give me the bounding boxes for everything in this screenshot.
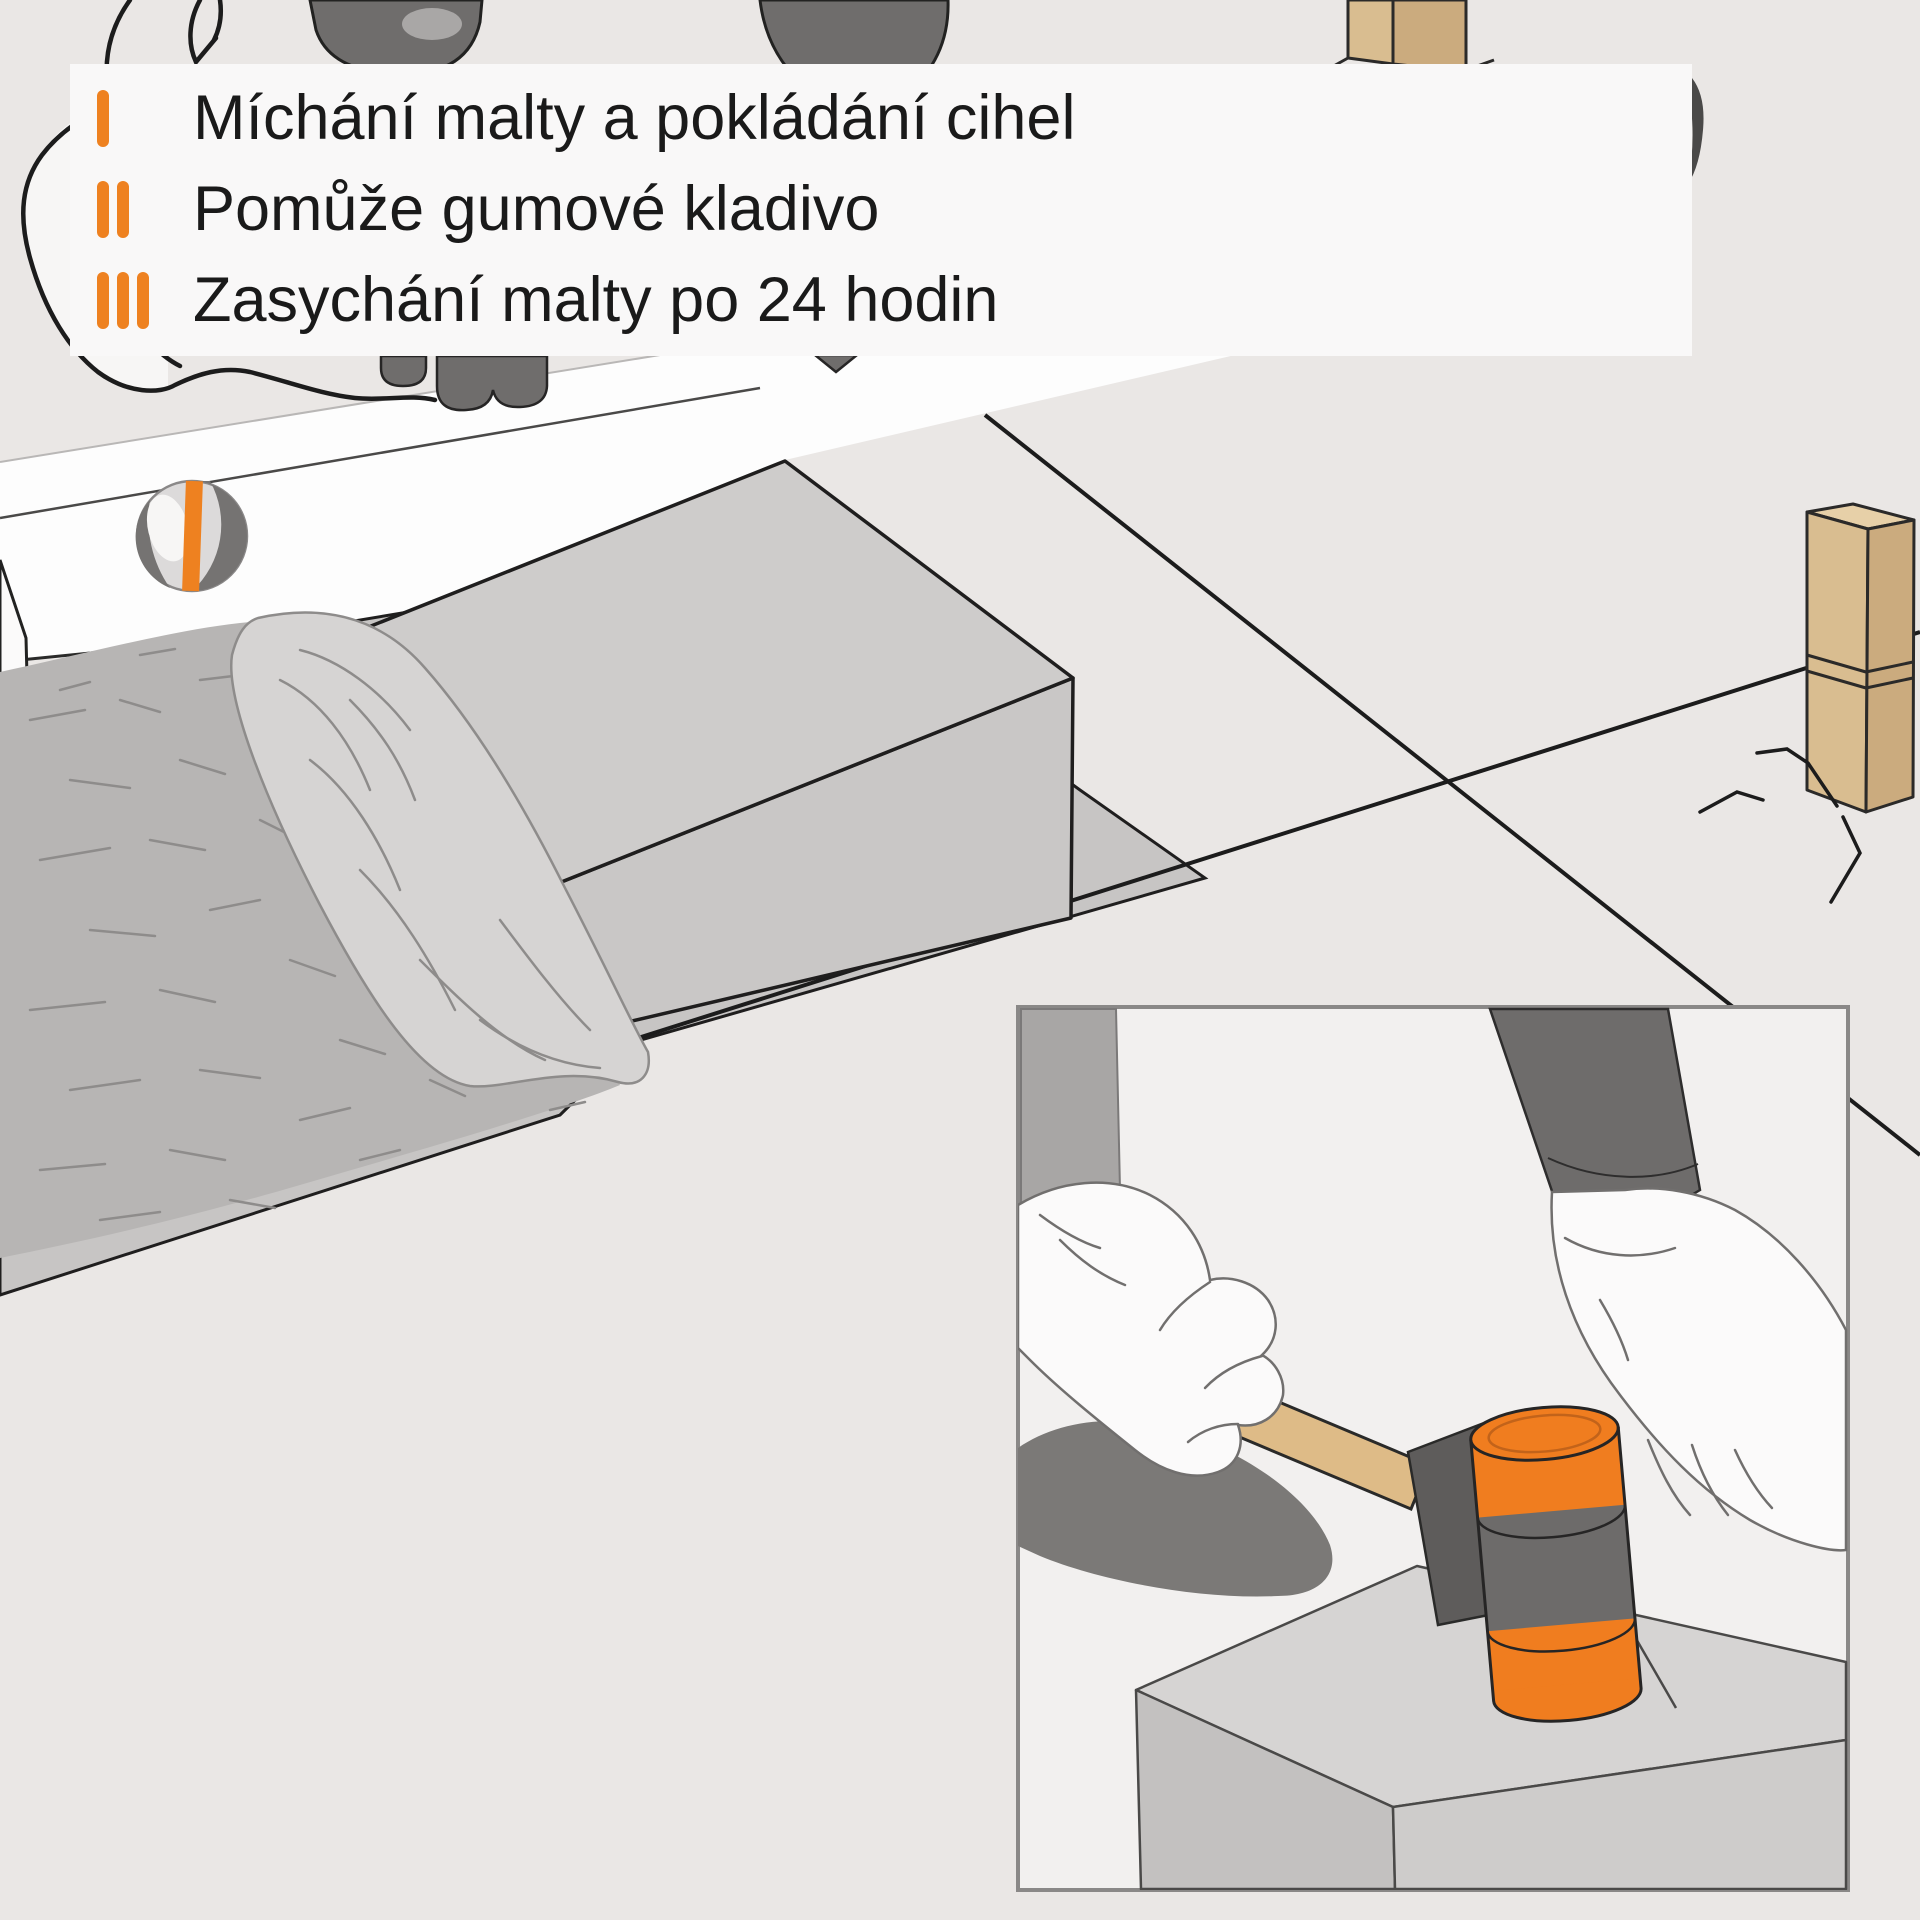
legend-item-2: Pomůže gumové kladivo	[70, 164, 1692, 255]
mortar-heap-texture	[278, 648, 602, 1070]
mortar-surface	[0, 621, 620, 1258]
mallet-band-line-2	[1486, 1618, 1637, 1653]
mortar-heap-shape	[230, 611, 651, 1088]
mallet-head-bottom-cap	[1492, 1678, 1642, 1722]
vial-shadow-left	[135, 500, 170, 588]
mallet-head-top-face	[1469, 1405, 1620, 1462]
legend-item-3: Zasychání malty po 24 hodin	[70, 255, 1692, 346]
spirit-level-ridge	[0, 386, 761, 520]
sleeve-cuff-line	[1547, 1157, 1699, 1178]
left-hand-shape	[1018, 1181, 1285, 1477]
inset-block-front-right	[1391, 1738, 1848, 1890]
rubber-mallet-head	[1469, 1405, 1643, 1723]
trowel-blob	[1018, 1420, 1333, 1597]
knee-highlight	[402, 8, 462, 40]
spirit-level-top-edge	[0, 354, 661, 463]
mallet-band-line-1	[1476, 1504, 1627, 1540]
right-hand-shape	[1550, 1187, 1848, 1552]
legend-label-1: Míchání malty a pokládání cihel	[193, 83, 1076, 153]
spirit-level-body	[0, 355, 1235, 662]
top-brick-front	[1346, 0, 1395, 66]
brick-joint-top	[1806, 653, 1914, 674]
top-brick-side	[1391, 0, 1468, 74]
mallet-head-top-rim	[1487, 1413, 1602, 1454]
arm-outline-outer	[21, 81, 438, 403]
roman-numeral-2	[97, 181, 193, 238]
level-vial	[135, 479, 249, 593]
vial-orange-stripe	[182, 480, 203, 592]
roman-numeral-3	[97, 272, 193, 329]
mallet-head-mid-band	[1477, 1504, 1636, 1634]
left-hand	[1018, 1181, 1285, 1477]
legend-label-3: Zasychání malty po 24 hodin	[193, 265, 999, 335]
inset-panel	[1016, 1005, 1850, 1892]
vial-shadow-crescent	[192, 481, 247, 591]
mortar-area	[0, 621, 620, 1258]
arm-line-3	[211, 0, 223, 43]
finger-small	[379, 354, 428, 388]
roman-numeral-1	[97, 90, 193, 147]
finger-double	[435, 354, 549, 412]
mortar-heap	[230, 611, 651, 1088]
arm-line-2	[188, 0, 219, 67]
brick-stack	[1805, 502, 1916, 814]
brick-front-face	[1805, 510, 1870, 814]
right-hand	[1550, 1187, 1848, 1552]
ground-cracks	[1698, 747, 1862, 904]
legend-label-2: Pomůže gumové kladivo	[193, 174, 880, 244]
mallet-head-bottom-band	[1487, 1618, 1642, 1701]
mallet-head-outline	[1469, 1426, 1643, 1723]
legend-item-1: Míchání malty a pokládání cihel	[70, 73, 1692, 164]
gloved-fingers	[379, 353, 861, 412]
legend-panel: Míchání malty a pokládání cihel Pomůže g…	[70, 64, 1692, 356]
brick-joint-bottom	[1806, 669, 1914, 690]
vial-highlight	[146, 494, 190, 562]
